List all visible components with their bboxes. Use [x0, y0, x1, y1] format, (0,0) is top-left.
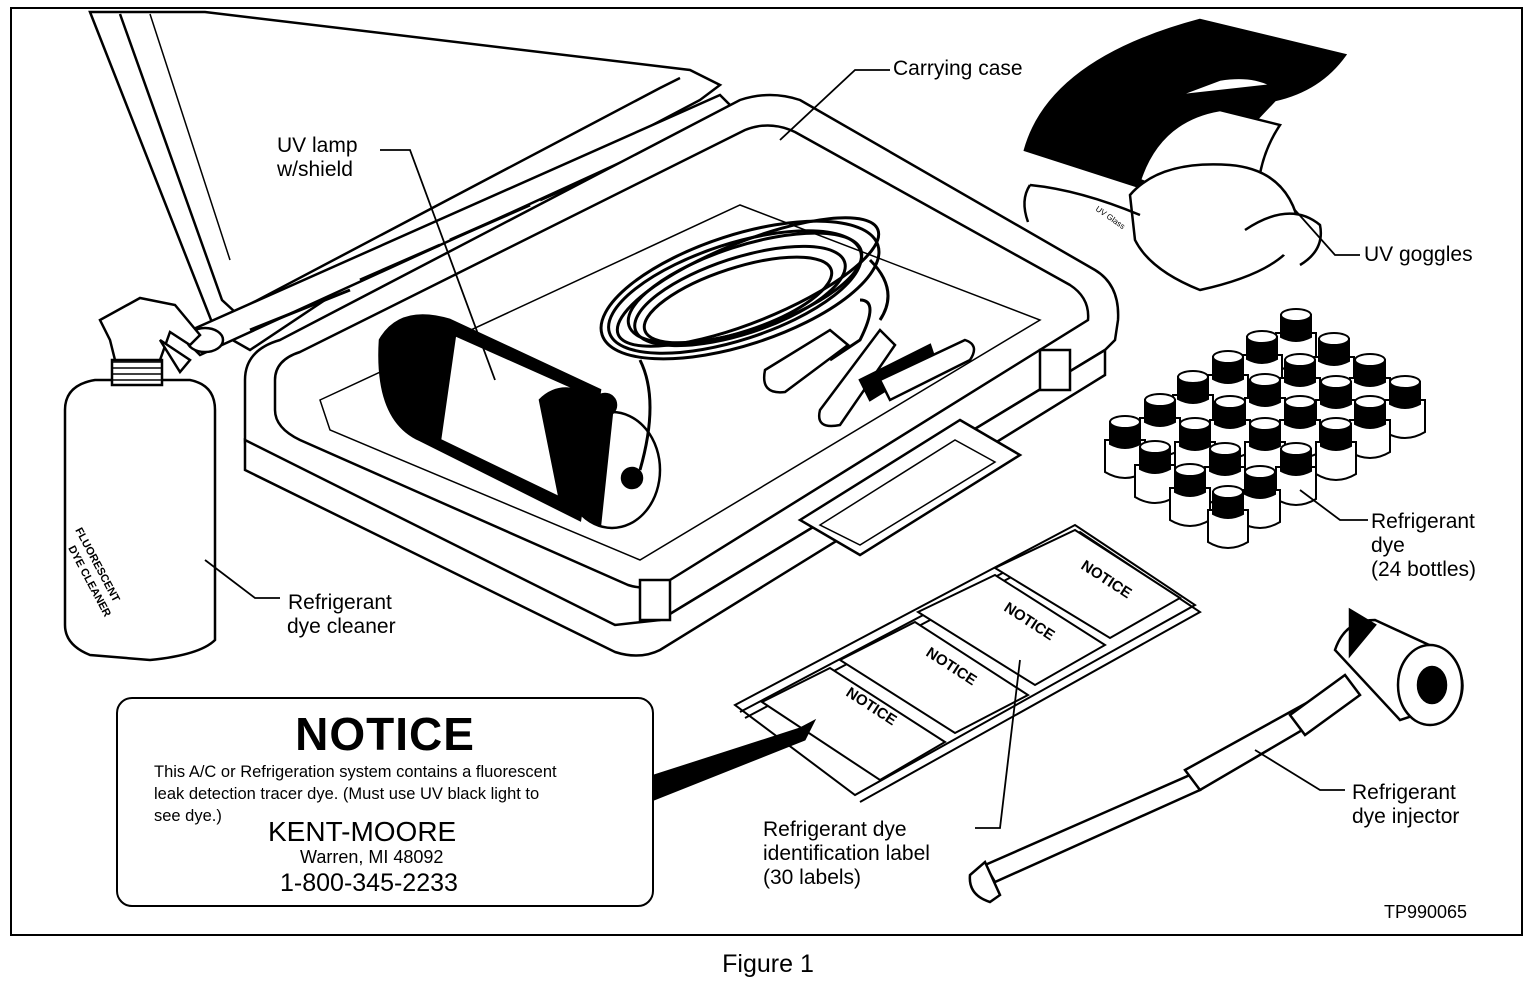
uv-goggles: [1023, 18, 1348, 292]
power-cord: [599, 216, 890, 471]
label-carrying-case: Carrying case: [893, 57, 1023, 80]
leader-carrying-case: [779, 69, 890, 141]
notice-body: This A/C or Refrigeration system contain…: [154, 761, 634, 827]
notice-body-line-2: leak detection tracer dye. (Must use UV …: [154, 785, 540, 803]
notice-brand: KENT-MOORE: [268, 816, 457, 847]
label-dye-identification-line-2: identification label: [763, 842, 930, 865]
label-uv-lamp: UV lamp w/shield: [277, 134, 358, 182]
notice-body-line-1: This A/C or Refrigeration system contain…: [154, 763, 557, 781]
label-dye-injector: Refrigerant dye injector: [1352, 781, 1459, 829]
notice-address: Warren, MI 48092: [300, 847, 444, 867]
dye-bottle: [1209, 395, 1251, 459]
notice-callout-pointer: [653, 718, 817, 801]
label-dye-bottles-line-2: dye: [1371, 534, 1405, 557]
label-dye-cleaner: Refrigerant dye cleaner: [287, 591, 396, 639]
label-dye-injector-line-2: dye injector: [1352, 805, 1460, 828]
figure-caption: Figure 1: [722, 950, 814, 978]
label-dye-identification-line-3: (30 labels): [763, 866, 862, 889]
leader-dye-bottles: [1299, 489, 1368, 521]
figure-code: TP990065: [1384, 902, 1468, 922]
dye-bottles: [1104, 308, 1426, 549]
label-dye-identification-line-1: Refrigerant dye: [763, 818, 907, 841]
figure-border: [10, 7, 1523, 936]
dye-bottle: [1275, 442, 1317, 506]
leader-uv-goggles: [1294, 209, 1360, 256]
dye-bottle: [1315, 417, 1357, 481]
dye-injector: [968, 607, 1464, 904]
dye-bottle: [1169, 463, 1211, 527]
notice-title: NOTICE: [295, 708, 475, 760]
leader-dye-cleaner: [204, 559, 280, 599]
label-dye-identification: Refrigerant dye identification label (30…: [763, 818, 930, 890]
label-dye-cleaner-line-2: dye cleaner: [287, 615, 396, 638]
label-sheet: [733, 523, 1202, 803]
leader-dye-injector: [1254, 749, 1345, 791]
carrying-case: [88, 10, 1120, 657]
label-uv-lamp-line-2: w/shield: [277, 158, 353, 181]
leader-lines: [204, 69, 1368, 829]
label-dye-bottles-line-3: (24 bottles): [1371, 558, 1477, 581]
label-dye-bottles-line-1: Refrigerant: [1371, 510, 1475, 533]
notice-phone: 1-800-345-2233: [280, 869, 458, 897]
dye-bottle: [1134, 440, 1176, 504]
uv-lamp: [378, 314, 662, 530]
label-uv-lamp-line-1: UV lamp: [277, 134, 358, 157]
label-dye-bottles: Refrigerant dye (24 bottles): [1371, 510, 1476, 582]
battery-clamps: [762, 328, 976, 428]
label-dye-injector-line-1: Refrigerant: [1352, 781, 1456, 804]
notice-body-line-3: see dye.): [154, 807, 222, 825]
dye-bottle: [1207, 485, 1249, 549]
dye-bottle: [1239, 465, 1281, 529]
dye-bottle: [1384, 375, 1426, 439]
notice-label-enlarged: NOTICE This A/C or Refrigeration system …: [116, 697, 654, 907]
dye-bottle: [1349, 395, 1391, 459]
leader-uv-lamp: [380, 149, 496, 381]
label-dye-cleaner-line-1: Refrigerant: [288, 591, 392, 614]
leader-dye-label: [975, 659, 1021, 829]
dye-cleaner-bottle: [63, 296, 217, 662]
label-uv-goggles: UV goggles: [1364, 243, 1473, 266]
